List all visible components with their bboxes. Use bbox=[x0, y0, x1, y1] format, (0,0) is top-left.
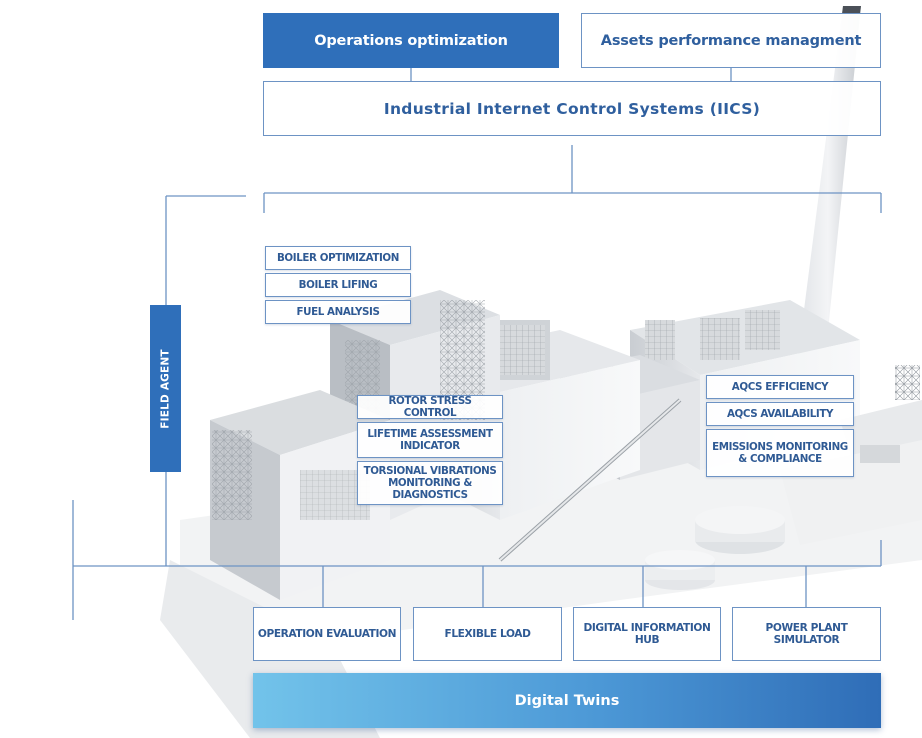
boiler-lifing-label: BOILER LIFING bbox=[298, 279, 378, 291]
boiler-optimization-tag[interactable]: BOILER OPTIMIZATION bbox=[265, 246, 411, 270]
flexible-load-label: FLEXIBLE LOAD bbox=[444, 628, 531, 640]
boiler-optimization-label: BOILER OPTIMIZATION bbox=[276, 252, 400, 264]
flexible-load-box[interactable]: FLEXIBLE LOAD bbox=[413, 607, 562, 661]
torsional-vibrations-label: TORSIONAL VIBRATIONS MONITORING & DIAGNO… bbox=[363, 465, 497, 501]
operations-optimization-label: Operations optimization bbox=[314, 32, 508, 49]
iics-label: Industrial Internet Control Systems (IIC… bbox=[383, 99, 761, 118]
emissions-monitoring-label: EMISSIONS MONITORING & COMPLIANCE bbox=[712, 441, 848, 465]
torsional-vibrations-tag[interactable]: TORSIONAL VIBRATIONS MONITORING & DIAGNO… bbox=[357, 461, 503, 505]
iics-box[interactable]: Industrial Internet Control Systems (IIC… bbox=[263, 81, 881, 136]
lifetime-assessment-label: LIFETIME ASSESSMENT INDICATOR bbox=[367, 428, 493, 452]
rotor-stress-control-tag[interactable]: ROTOR STRESS CONTROL bbox=[357, 395, 503, 419]
digital-information-hub-box[interactable]: DIGITAL INFORMATION HUB bbox=[573, 607, 721, 661]
power-plant-simulator-label: POWER PLANT SIMULATOR bbox=[765, 622, 848, 646]
operation-evaluation-label: OPERATION EVALUATION bbox=[257, 628, 397, 640]
field-agent-box[interactable]: FIELD AGENT bbox=[150, 305, 181, 472]
assets-performance-box[interactable]: Assets performance managment bbox=[581, 13, 881, 68]
digital-twins-label: Digital Twins bbox=[514, 692, 620, 709]
operations-optimization-box[interactable]: Operations optimization bbox=[263, 13, 559, 68]
aqcs-availability-tag[interactable]: AQCS AVAILABILITY bbox=[706, 402, 854, 426]
digital-twins-banner[interactable]: Digital Twins bbox=[253, 673, 881, 728]
field-agent-label: FIELD AGENT bbox=[159, 348, 172, 429]
lifetime-assessment-tag[interactable]: LIFETIME ASSESSMENT INDICATOR bbox=[357, 422, 503, 458]
fuel-analysis-tag[interactable]: FUEL ANALYSIS bbox=[265, 300, 411, 324]
rotor-stress-control-label: ROTOR STRESS CONTROL bbox=[388, 395, 472, 419]
operation-evaluation-box[interactable]: OPERATION EVALUATION bbox=[253, 607, 401, 661]
assets-performance-label: Assets performance managment bbox=[600, 32, 862, 49]
aqcs-availability-label: AQCS AVAILABILITY bbox=[726, 408, 834, 420]
aqcs-efficiency-tag[interactable]: AQCS EFFICIENCY bbox=[706, 375, 854, 399]
aqcs-efficiency-label: AQCS EFFICIENCY bbox=[731, 381, 829, 393]
digital-information-hub-label: DIGITAL INFORMATION HUB bbox=[583, 622, 711, 646]
emissions-monitoring-tag[interactable]: EMISSIONS MONITORING & COMPLIANCE bbox=[706, 429, 854, 477]
boiler-lifing-tag[interactable]: BOILER LIFING bbox=[265, 273, 411, 297]
fuel-analysis-label: FUEL ANALYSIS bbox=[296, 306, 380, 318]
power-plant-simulator-box[interactable]: POWER PLANT SIMULATOR bbox=[732, 607, 881, 661]
